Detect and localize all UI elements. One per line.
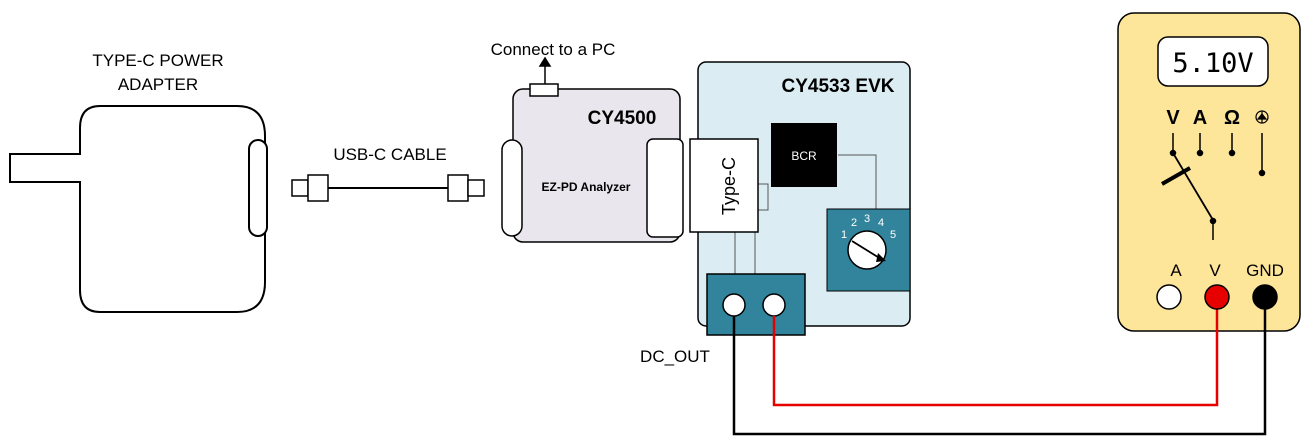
black-probe-wire — [732, 300, 1267, 436]
adapter-label-line2: ADAPTER — [118, 75, 198, 94]
adapter-port — [248, 139, 268, 237]
dial-number-4: 4 — [878, 217, 884, 229]
pc-arrow-icon — [538, 56, 552, 84]
dc-out-terminal-1 — [722, 293, 746, 317]
meter-display — [1157, 36, 1269, 87]
analyzer-subtitle: EZ-PD Analyzer — [542, 180, 631, 194]
power-adapter — [9, 105, 268, 313]
dial-number-1: 1 — [841, 229, 847, 241]
type-c-label: Type-C — [719, 157, 739, 215]
evk-traces — [734, 154, 877, 274]
evk-type-c-port — [689, 138, 759, 233]
dial-arrow-icon — [876, 253, 886, 262]
mode-label-ohm: Ω — [1224, 107, 1240, 129]
bcr-chip-label: BCR — [791, 149, 817, 163]
cy4500-analyzer — [501, 83, 684, 243]
adapter-label-line1: TYPE-C POWER — [92, 51, 223, 70]
multimeter — [1117, 12, 1301, 332]
terminal-label-gnd: GND — [1246, 261, 1284, 280]
mode-label-v: V — [1166, 107, 1180, 129]
terminal-v-jack — [1204, 284, 1230, 310]
dc-out-label: DC_OUT — [640, 347, 710, 366]
diode-icon — [1255, 110, 1269, 124]
dial-number-2: 2 — [851, 217, 857, 229]
analyzer-right-port — [646, 138, 684, 238]
mode-label-a: A — [1193, 107, 1207, 129]
bcr-chip — [771, 123, 837, 187]
terminal-gnd-jack — [1252, 284, 1278, 310]
rotary-switch — [826, 208, 911, 292]
terminal-a-jack — [1156, 284, 1182, 310]
dial-number-3: 3 — [864, 213, 870, 225]
terminal-label-v: V — [1209, 261, 1221, 280]
dial-number-5: 5 — [890, 229, 896, 241]
analyzer-left-port — [501, 139, 523, 237]
terminal-label-a: A — [1170, 261, 1182, 280]
red-probe-wire — [772, 300, 1219, 407]
dc-out-terminal-2 — [762, 293, 786, 317]
usb-c-cable — [291, 174, 485, 202]
evk-title: CY4533 EVK — [781, 76, 894, 97]
analyzer-title: CY4500 — [588, 108, 657, 129]
meter-selector — [1161, 133, 1266, 240]
meter-reading: 5.10V — [1172, 48, 1253, 79]
connect-pc-label: Connect to a PC — [491, 40, 616, 59]
dc-out-terminal — [706, 273, 806, 336]
cable-label: USB-C CABLE — [333, 145, 446, 164]
analyzer-usb-port — [529, 83, 559, 97]
